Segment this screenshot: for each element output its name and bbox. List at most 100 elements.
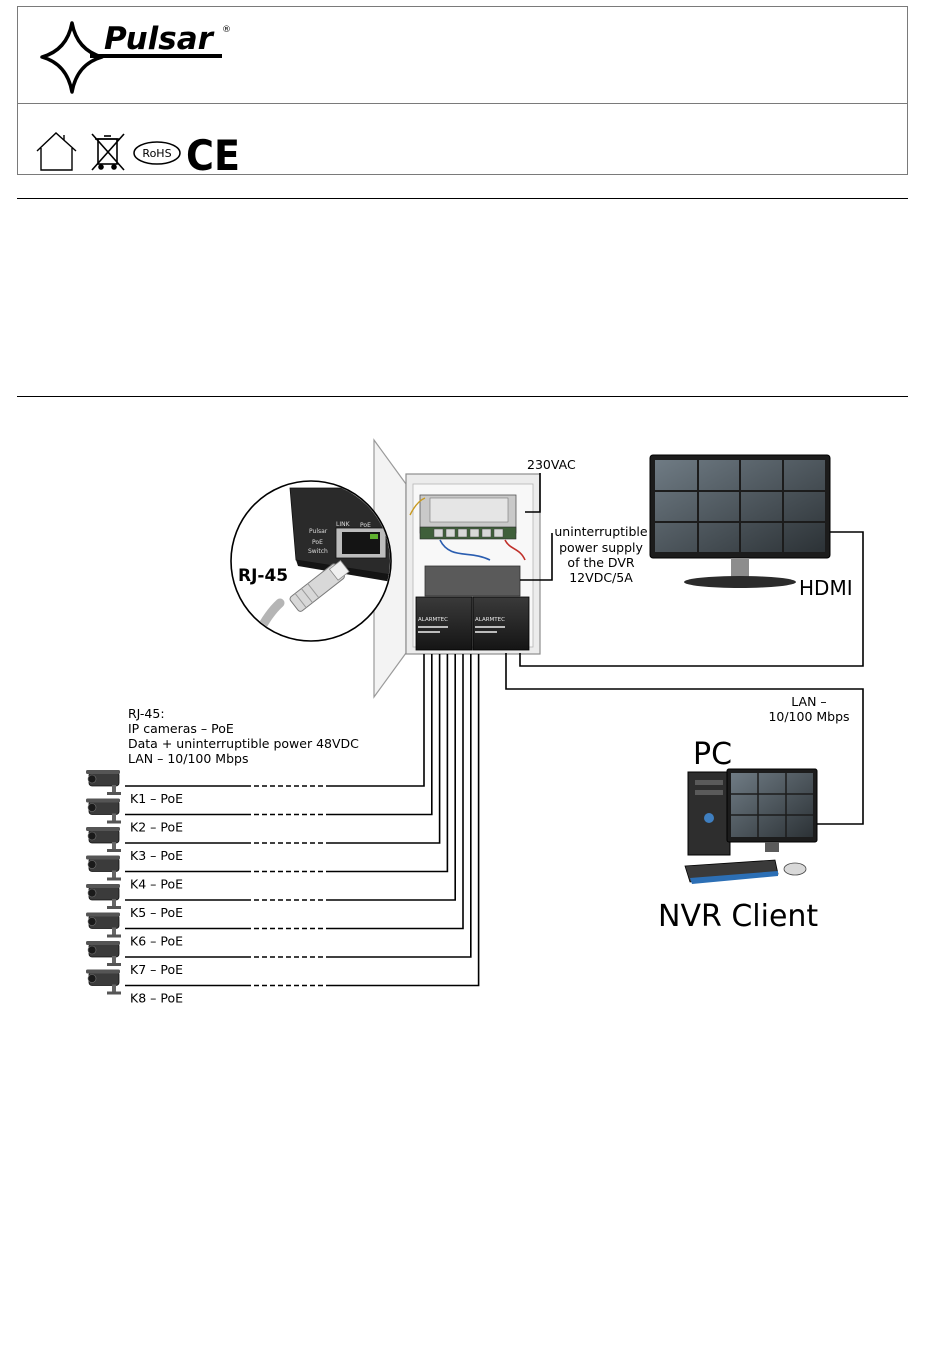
camera-link-riser	[326, 654, 425, 787]
camera-hood	[86, 941, 120, 945]
camera-lens	[87, 803, 97, 812]
ups-label: uninterruptible power supply of the DVR …	[554, 524, 648, 585]
link-label: LINK	[336, 521, 351, 528]
rohs-label: RoHS	[142, 147, 171, 160]
camera-label: K4 – PoE	[130, 877, 183, 892]
mouse	[783, 862, 807, 876]
camera-lens	[87, 774, 97, 784]
rj45-info-line: RJ-45:	[128, 706, 165, 721]
camera-base	[107, 906, 121, 909]
logo-underline	[90, 54, 222, 58]
camera-link-riser	[326, 654, 433, 816]
camera-mount	[112, 813, 116, 823]
second-rule	[17, 396, 908, 397]
pulsar-star-icon	[40, 21, 104, 94]
camera-rows: K1 – PoE K2 – PoE K3 – PoE K4 – PoE K5 – PoE…	[86, 654, 480, 1006]
camera-hood	[86, 770, 120, 774]
camera-row: K3 – PoE	[86, 654, 441, 863]
hdmi-cable	[519, 531, 864, 667]
battery-brand: ALARMTEC	[418, 617, 448, 623]
ip-camera-icon	[86, 969, 121, 995]
camera-label: K8 – PoE	[130, 991, 183, 1006]
rj45-zoom-callout: LINK PoE Pulsar PoE Switch RJ-45	[230, 480, 392, 642]
crossed-bin-icon	[91, 133, 125, 171]
ce-mark: CE	[186, 131, 240, 180]
camera-lens	[87, 831, 97, 841]
lan-label-line: LAN –	[791, 694, 826, 709]
camera-label: K3 – PoE	[130, 848, 183, 863]
brand-name: Pulsar	[104, 21, 215, 57]
ce-label: CE	[186, 131, 240, 180]
rj45-callout-label: RJ-45	[238, 566, 288, 586]
pc-label: PC	[693, 737, 732, 772]
camera-mount	[112, 870, 116, 880]
camera-label: K1 – PoE	[130, 791, 183, 806]
camera-mount	[112, 785, 116, 794]
camera-row: K6 – PoE	[86, 654, 464, 949]
camera-link-riser	[326, 654, 441, 844]
camera-lens	[87, 945, 97, 955]
rj45-info-line: IP cameras – PoE	[128, 721, 234, 736]
camera-label: K7 – PoE	[130, 962, 183, 977]
camera-label: K5 – PoE	[130, 905, 183, 920]
camera-mount	[112, 927, 116, 937]
camera-hood	[86, 969, 120, 974]
battery-right: ALARMTEC	[472, 596, 530, 651]
mains-lead	[525, 473, 541, 513]
house-icon	[36, 132, 77, 171]
nvr-client-label: NVR Client	[658, 899, 818, 934]
hdmi-label: HDMI	[799, 576, 853, 600]
pc-tower	[687, 771, 731, 856]
camera-lens	[87, 888, 97, 898]
camera-link-riser	[326, 654, 457, 901]
camera-link-riser	[326, 654, 472, 958]
switch-caption-2: Switch	[308, 548, 328, 555]
camera-base	[107, 934, 121, 938]
camera-row: K7 – PoE	[86, 654, 472, 977]
header-divider	[18, 103, 907, 104]
ups-label-line: 12VDC/5A	[569, 570, 633, 585]
rohs-mark: RoHS	[133, 141, 181, 165]
lan-label-line: 10/100 Mbps	[768, 709, 849, 724]
rj45-plug	[289, 559, 350, 612]
hdmi-monitor	[649, 454, 831, 588]
battery-brand: ALARMTEC	[475, 617, 505, 623]
camera-mount	[112, 899, 116, 908]
nvr-client-pc	[684, 768, 818, 884]
switch-board	[419, 526, 517, 540]
camera-link-riser	[326, 654, 464, 930]
header-box	[17, 6, 908, 175]
camera-hood	[86, 884, 120, 888]
ip-camera-icon	[86, 770, 121, 795]
camera-base	[107, 849, 121, 852]
poe-led-label: PoE	[360, 522, 371, 529]
ups-lead	[520, 533, 553, 581]
camera-base	[107, 991, 121, 995]
rj45-info-line: Data + uninterruptible power 48VDC	[128, 736, 359, 751]
ip-camera-icon	[86, 941, 121, 966]
top-rule	[17, 198, 908, 199]
camera-lens	[87, 917, 97, 926]
camera-mount	[112, 984, 116, 994]
ups-label-line: of the DVR	[567, 555, 634, 570]
ip-camera-icon	[86, 912, 121, 938]
camera-row: K5 – PoE	[86, 654, 457, 920]
camera-hood	[86, 798, 120, 803]
lan-cable	[505, 653, 864, 825]
camera-label: K6 – PoE	[130, 934, 183, 949]
camera-link-riser	[326, 654, 449, 873]
camera-hood	[86, 827, 120, 831]
camera-hood	[86, 912, 120, 917]
camera-row: K8 – PoE	[86, 654, 480, 1006]
pulsar-logo: Pulsar ®	[40, 21, 231, 94]
camera-lens	[87, 860, 97, 869]
camera-label: K2 – PoE	[130, 820, 183, 835]
ups-label-line: power supply	[559, 540, 643, 555]
camera-mount	[112, 956, 116, 965]
switch-brand: Pulsar	[309, 528, 328, 535]
camera-row: K4 – PoE	[86, 654, 449, 892]
camera-row: K2 – PoE	[86, 654, 433, 835]
camera-lens	[87, 974, 97, 983]
rj45-info: RJ-45: IP cameras – PoE Data + uninterru…	[128, 706, 359, 766]
